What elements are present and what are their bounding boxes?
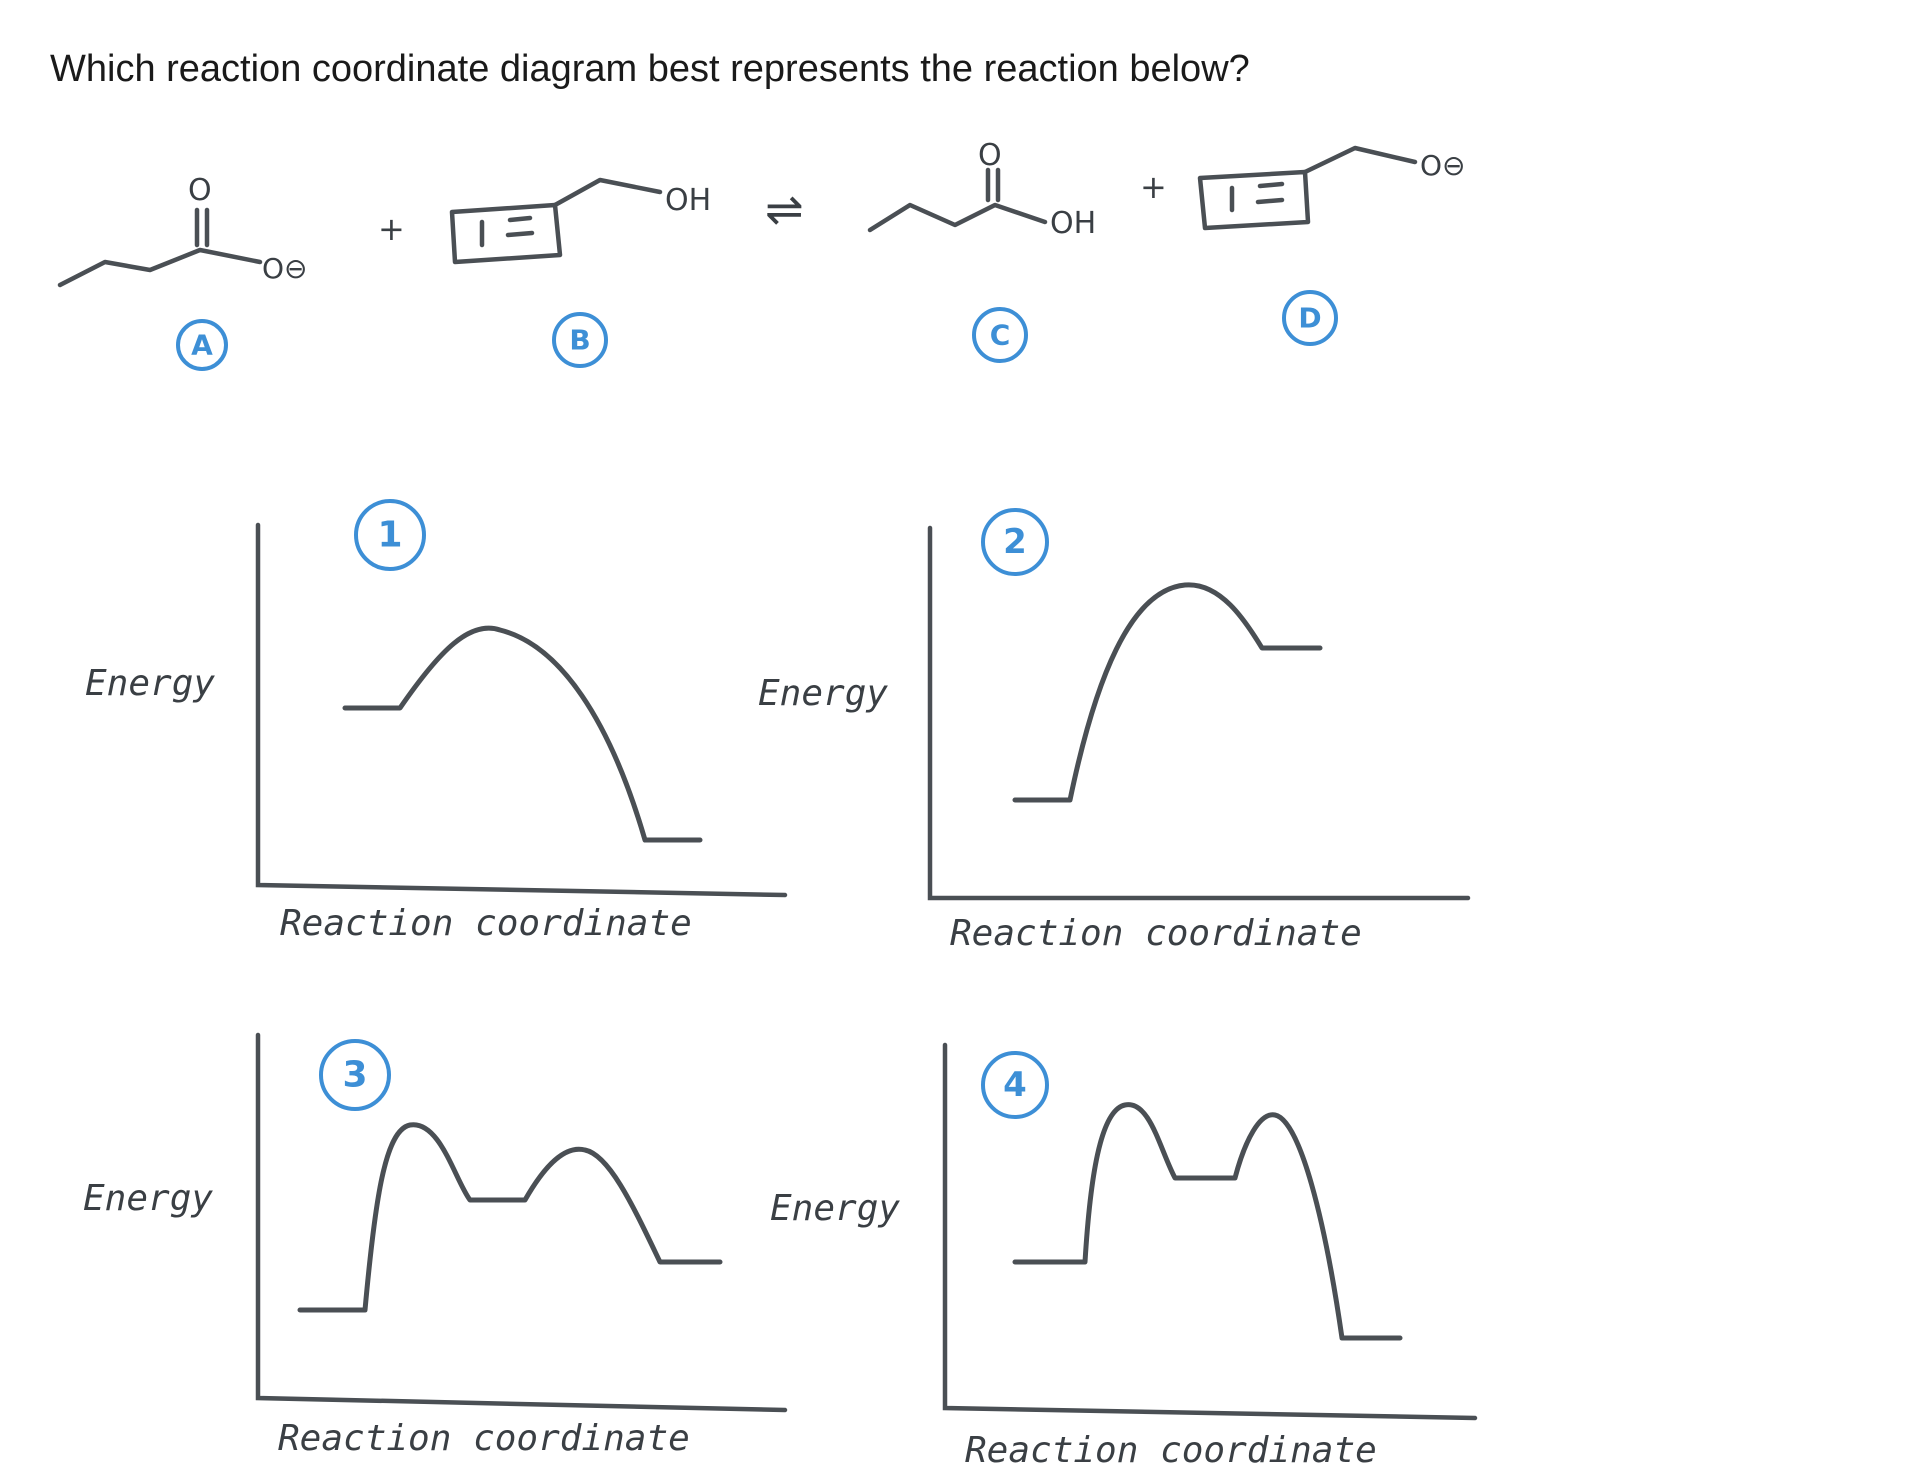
species-d-circle xyxy=(1282,290,1338,346)
species-b-chain xyxy=(552,177,663,208)
species-b-oh: OH xyxy=(665,183,711,218)
diagram-1-ylabel: Energy xyxy=(85,663,215,704)
species-a: O O⊖ A xyxy=(57,173,308,371)
species-a-circle xyxy=(176,319,228,371)
equilibrium-arrows: ⇌ xyxy=(765,182,804,236)
diagram-3-axes xyxy=(255,1032,788,1413)
diagram-3-number: 3 xyxy=(342,1055,367,1096)
species-d-label: D xyxy=(1298,302,1321,335)
species-c-chain xyxy=(867,202,1048,233)
species-b-circle xyxy=(552,312,608,368)
species-a-label: A xyxy=(191,329,213,362)
species-a-chain xyxy=(57,247,263,288)
species-b: OH B xyxy=(449,177,711,368)
species-c-carbonyl xyxy=(985,167,1001,203)
diagram-3: 3 Energy Reaction coordinate xyxy=(83,1032,788,1459)
species-c-carbonyl-o: O xyxy=(978,138,1002,173)
species-c-label: C xyxy=(990,319,1011,352)
diagram-4-number: 4 xyxy=(1003,1065,1027,1105)
diagram-3-ylabel: Energy xyxy=(83,1178,213,1219)
species-b-label: B xyxy=(569,324,590,357)
species-b-ring xyxy=(449,202,563,265)
species-c: O OH C xyxy=(867,138,1096,363)
species-d-chain xyxy=(1302,145,1418,175)
species-c-circle xyxy=(972,307,1028,363)
diagram-4-curve xyxy=(1012,1102,1403,1341)
species-a-oxide: O⊖ xyxy=(262,252,308,285)
diagram-4-xlabel: Reaction coordinate xyxy=(965,1430,1377,1471)
diagram-4-axes xyxy=(942,1042,1478,1421)
species-d-oxide: O⊖ xyxy=(1420,149,1466,182)
species-c-oh: OH xyxy=(1050,206,1096,241)
diagram-1-xlabel: Reaction coordinate xyxy=(280,903,692,944)
diagram-4-ylabel: Energy xyxy=(770,1188,900,1229)
diagram-2-xlabel: Reaction coordinate xyxy=(950,913,1362,954)
question-text: Which reaction coordinate diagram best r… xyxy=(50,48,1250,90)
species-b-ring-bonds xyxy=(479,215,535,248)
diagram-2-circle xyxy=(981,508,1049,576)
diagram-2-ylabel: Energy xyxy=(758,673,888,714)
species-d-ring xyxy=(1197,169,1311,231)
diagram-1-axes xyxy=(255,522,788,898)
diagram-1-number: 1 xyxy=(377,515,402,556)
diagram-3-xlabel: Reaction coordinate xyxy=(278,1418,690,1459)
species-d-ring-bonds xyxy=(1229,181,1285,213)
species-d: O⊖ D xyxy=(1197,145,1466,346)
plus-sign-2: + xyxy=(1140,168,1167,206)
diagram-3-circle xyxy=(319,1039,391,1111)
diagram-4-circle xyxy=(981,1051,1049,1119)
diagram-2: 2 Energy Reaction coordinate xyxy=(758,508,1471,954)
diagram-1-curve xyxy=(342,625,703,843)
diagram-2-axes xyxy=(927,525,1471,901)
species-a-carbonyl xyxy=(194,207,210,248)
plus-sign-1: + xyxy=(378,210,405,248)
reaction-scheme: O O⊖ A + OH B ⇌ O OH C + xyxy=(57,138,1466,371)
diagram-2-curve xyxy=(1012,582,1323,803)
diagram-1: 1 Energy Reaction coordinate xyxy=(85,499,788,944)
diagram-3-curve xyxy=(297,1122,723,1313)
diagram-1-circle xyxy=(354,499,426,571)
species-a-carbonyl-o: O xyxy=(188,173,212,208)
diagram-2-number: 2 xyxy=(1003,522,1027,562)
diagram-4: 4 Energy Reaction coordinate xyxy=(770,1042,1478,1471)
